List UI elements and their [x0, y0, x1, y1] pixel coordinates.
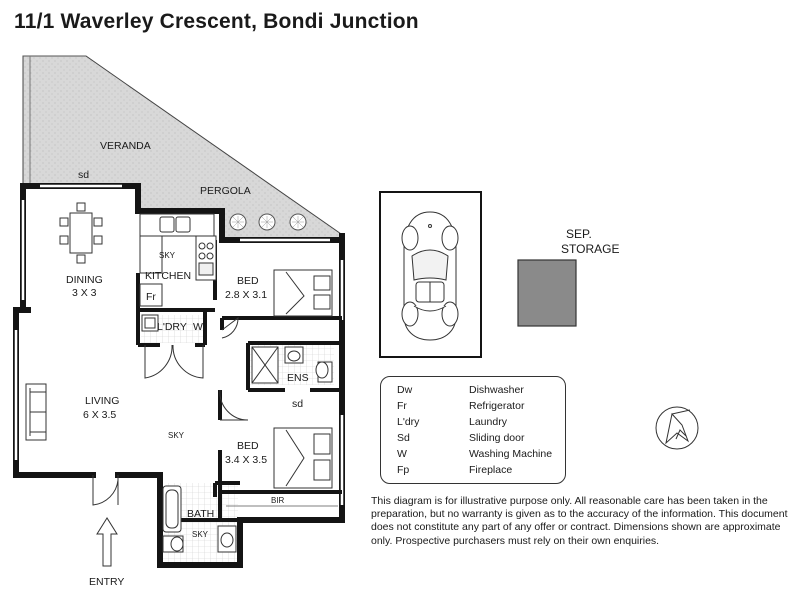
legend-meaning: Washing Machine: [469, 448, 553, 460]
legend-row: L'dry Laundry: [397, 414, 552, 430]
bath-label: BATH: [187, 508, 214, 520]
bed-1-furniture: [273, 269, 333, 317]
legend-abbr: Fr: [397, 400, 407, 412]
legend-abbr: W: [397, 448, 407, 460]
disclaimer-text: This diagram is for illustrative purpose…: [371, 495, 788, 547]
legend-row: Fp Fireplace: [397, 462, 552, 478]
legend-abbr: Sd: [397, 432, 410, 444]
legend-row: Fr Refrigerator: [397, 398, 552, 414]
living-size-label: 6 X 3.5: [83, 409, 116, 421]
car-icon: [401, 211, 459, 341]
bath-fixtures: [162, 485, 237, 553]
kitchen-sky-label: SKY: [159, 251, 176, 260]
legend-meaning: Refrigerator: [469, 400, 525, 412]
bed-1-label: BED: [237, 275, 259, 287]
fridge-label: Fr: [146, 291, 156, 303]
laundry-fixtures: [141, 314, 159, 332]
ensuite-fixtures: [251, 346, 333, 384]
bed-1-size-label: 2.8 X 3.1: [225, 289, 267, 301]
storage-box: [517, 259, 577, 327]
laundry-label: L'DRY: [157, 321, 187, 333]
pergola-label: PERGOLA: [200, 185, 251, 197]
legend-row: Dw Dishwasher: [397, 382, 552, 398]
fridge-space: [139, 283, 163, 307]
sd-top-label: sd: [78, 169, 89, 181]
veranda-label: VERANDA: [100, 140, 151, 152]
legend-abbr: L'dry: [397, 416, 420, 428]
bath-sky-label: SKY: [192, 530, 209, 539]
bed-2-furniture: [273, 427, 333, 489]
sofa: [25, 383, 47, 441]
legend-row: W Washing Machine: [397, 446, 552, 462]
legend-meaning: Sliding door: [469, 432, 525, 444]
legend-meaning: Dishwasher: [469, 384, 524, 396]
living-label: LIVING: [85, 395, 119, 407]
legend-abbr: Fp: [397, 464, 410, 476]
entry-label: ENTRY: [89, 576, 124, 588]
entry-arrow-icon: [96, 517, 118, 567]
kitchen-label: KITCHEN: [145, 270, 191, 282]
legend-box: Dw Dishwasher Fr Refrigerator L'dry Laundry…: [380, 376, 566, 484]
bed-2-label: BED: [237, 440, 259, 452]
page-title: 11/1 Waverley Crescent, Bondi Junction: [14, 10, 419, 33]
legend-meaning: Laundry: [469, 416, 507, 428]
bir-label: BIR: [271, 496, 285, 505]
legend-row: Sd Sliding door: [397, 430, 552, 446]
pergola-posts: [229, 213, 307, 231]
legend-meaning: Fireplace: [469, 464, 513, 476]
dining-table: [59, 202, 103, 264]
kitchen-benches: [139, 213, 217, 281]
washing-machine-label: W: [193, 321, 203, 333]
legend-table: Dw Dishwasher Fr Refrigerator L'dry Laundry…: [397, 382, 552, 478]
legend-abbr: Dw: [397, 384, 413, 396]
north-arrow-icon: [655, 406, 699, 450]
bed-2-size-label: 3.4 X 3.5: [225, 454, 267, 466]
living-sky-label: SKY: [168, 431, 185, 440]
ensuite-label: ENS: [287, 372, 309, 384]
door-swings: [92, 317, 249, 506]
sd-bed-2-label: sd: [292, 398, 303, 410]
dining-label: DINING: [66, 274, 103, 286]
storage-label-line2: STORAGE: [561, 242, 619, 256]
dining-size-label: 3 X 3: [72, 287, 97, 299]
storage-label-line1: SEP.: [566, 227, 592, 241]
